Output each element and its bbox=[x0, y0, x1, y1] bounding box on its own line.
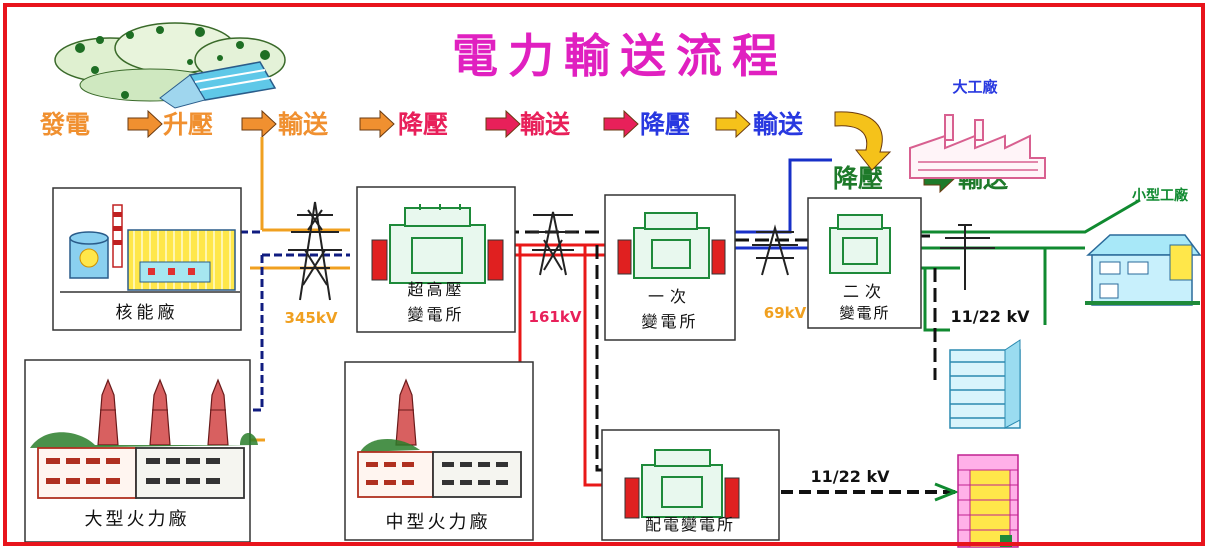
flow-arrow-4-icon bbox=[485, 109, 521, 139]
step-generate-label: 發電 bbox=[39, 110, 90, 139]
large-factory-icon bbox=[909, 114, 1046, 179]
flow-arrow-1-icon bbox=[127, 109, 163, 139]
step-stepdown-1-label: 降壓 bbox=[398, 110, 448, 139]
secondary-transformer-icon bbox=[829, 214, 891, 274]
large-thermal-plant-label: 大型火力廠 bbox=[85, 508, 190, 530]
step-transmit-1-label: 輸送 bbox=[278, 110, 328, 139]
primary-substation-label-1: 一次 bbox=[648, 287, 692, 306]
nuclear-plant-icon bbox=[60, 204, 240, 293]
voltage-161kv-label: 161kV bbox=[529, 308, 582, 326]
flow-arrow-2-icon bbox=[241, 109, 277, 139]
transmission-tower-69kv-icon bbox=[752, 224, 798, 276]
medium-thermal-plant-icon bbox=[357, 378, 522, 498]
flow-arrow-5-icon bbox=[603, 109, 639, 139]
voltage-1122kv-top-label: 11/22 kV bbox=[951, 307, 1031, 326]
outer-border bbox=[3, 3, 1205, 546]
transmission-tower-161kv-icon bbox=[530, 211, 576, 276]
apartment-building-icon bbox=[957, 454, 1019, 548]
flow-arrow-curve-icon bbox=[834, 111, 892, 171]
secondary-substation-label-2: 變電所 bbox=[839, 304, 890, 322]
primary-transformer-icon bbox=[617, 212, 726, 279]
step-stepdown-3-label: 降壓 bbox=[833, 164, 883, 193]
office-building-icon bbox=[949, 339, 1021, 429]
medium-thermal-plant-box bbox=[344, 361, 534, 541]
ultra-high-substation-label-2: 變電所 bbox=[407, 305, 464, 324]
small-factory-label: 小型工廠 bbox=[1132, 187, 1189, 204]
step-transmit-2-label: 輸送 bbox=[520, 110, 570, 139]
ultra-high-substation-label-1: 超高壓 bbox=[407, 280, 464, 299]
nuclear-plant-label: 核能廠 bbox=[116, 302, 179, 323]
step-transmit-3-label: 輸送 bbox=[753, 110, 803, 139]
step-stepdown-2-label: 降壓 bbox=[640, 110, 690, 139]
ultra-high-transformer-icon bbox=[371, 204, 504, 284]
flow-arrow-6-icon bbox=[715, 109, 751, 139]
step-stepup-label: 升壓 bbox=[163, 110, 213, 139]
large-thermal-plant-icon bbox=[30, 378, 258, 499]
voltage-69kv-label: 69kV bbox=[764, 304, 807, 322]
voltage-345kv-label: 345kV bbox=[285, 309, 338, 327]
medium-thermal-plant-label: 中型火力廠 bbox=[386, 511, 491, 533]
hill-illustration bbox=[54, 22, 286, 109]
transmission-tower-345kv-icon bbox=[288, 201, 342, 301]
large-factory-label: 大工廠 bbox=[952, 78, 998, 96]
small-factory-house-icon bbox=[1085, 234, 1202, 306]
secondary-substation-label-1: 二次 bbox=[843, 282, 887, 301]
distribution-pole-icon bbox=[940, 224, 995, 290]
distribution-substation-label: 配電變電所 bbox=[645, 515, 735, 534]
voltage-1122kv-bottom-label: 11/22 kV bbox=[811, 467, 891, 486]
primary-substation-label-2: 變電所 bbox=[641, 312, 698, 331]
diagram-title: 電力輸送流程 bbox=[452, 29, 788, 83]
flow-arrow-3-icon bbox=[359, 109, 395, 139]
distribution-transformer-icon bbox=[624, 449, 740, 519]
